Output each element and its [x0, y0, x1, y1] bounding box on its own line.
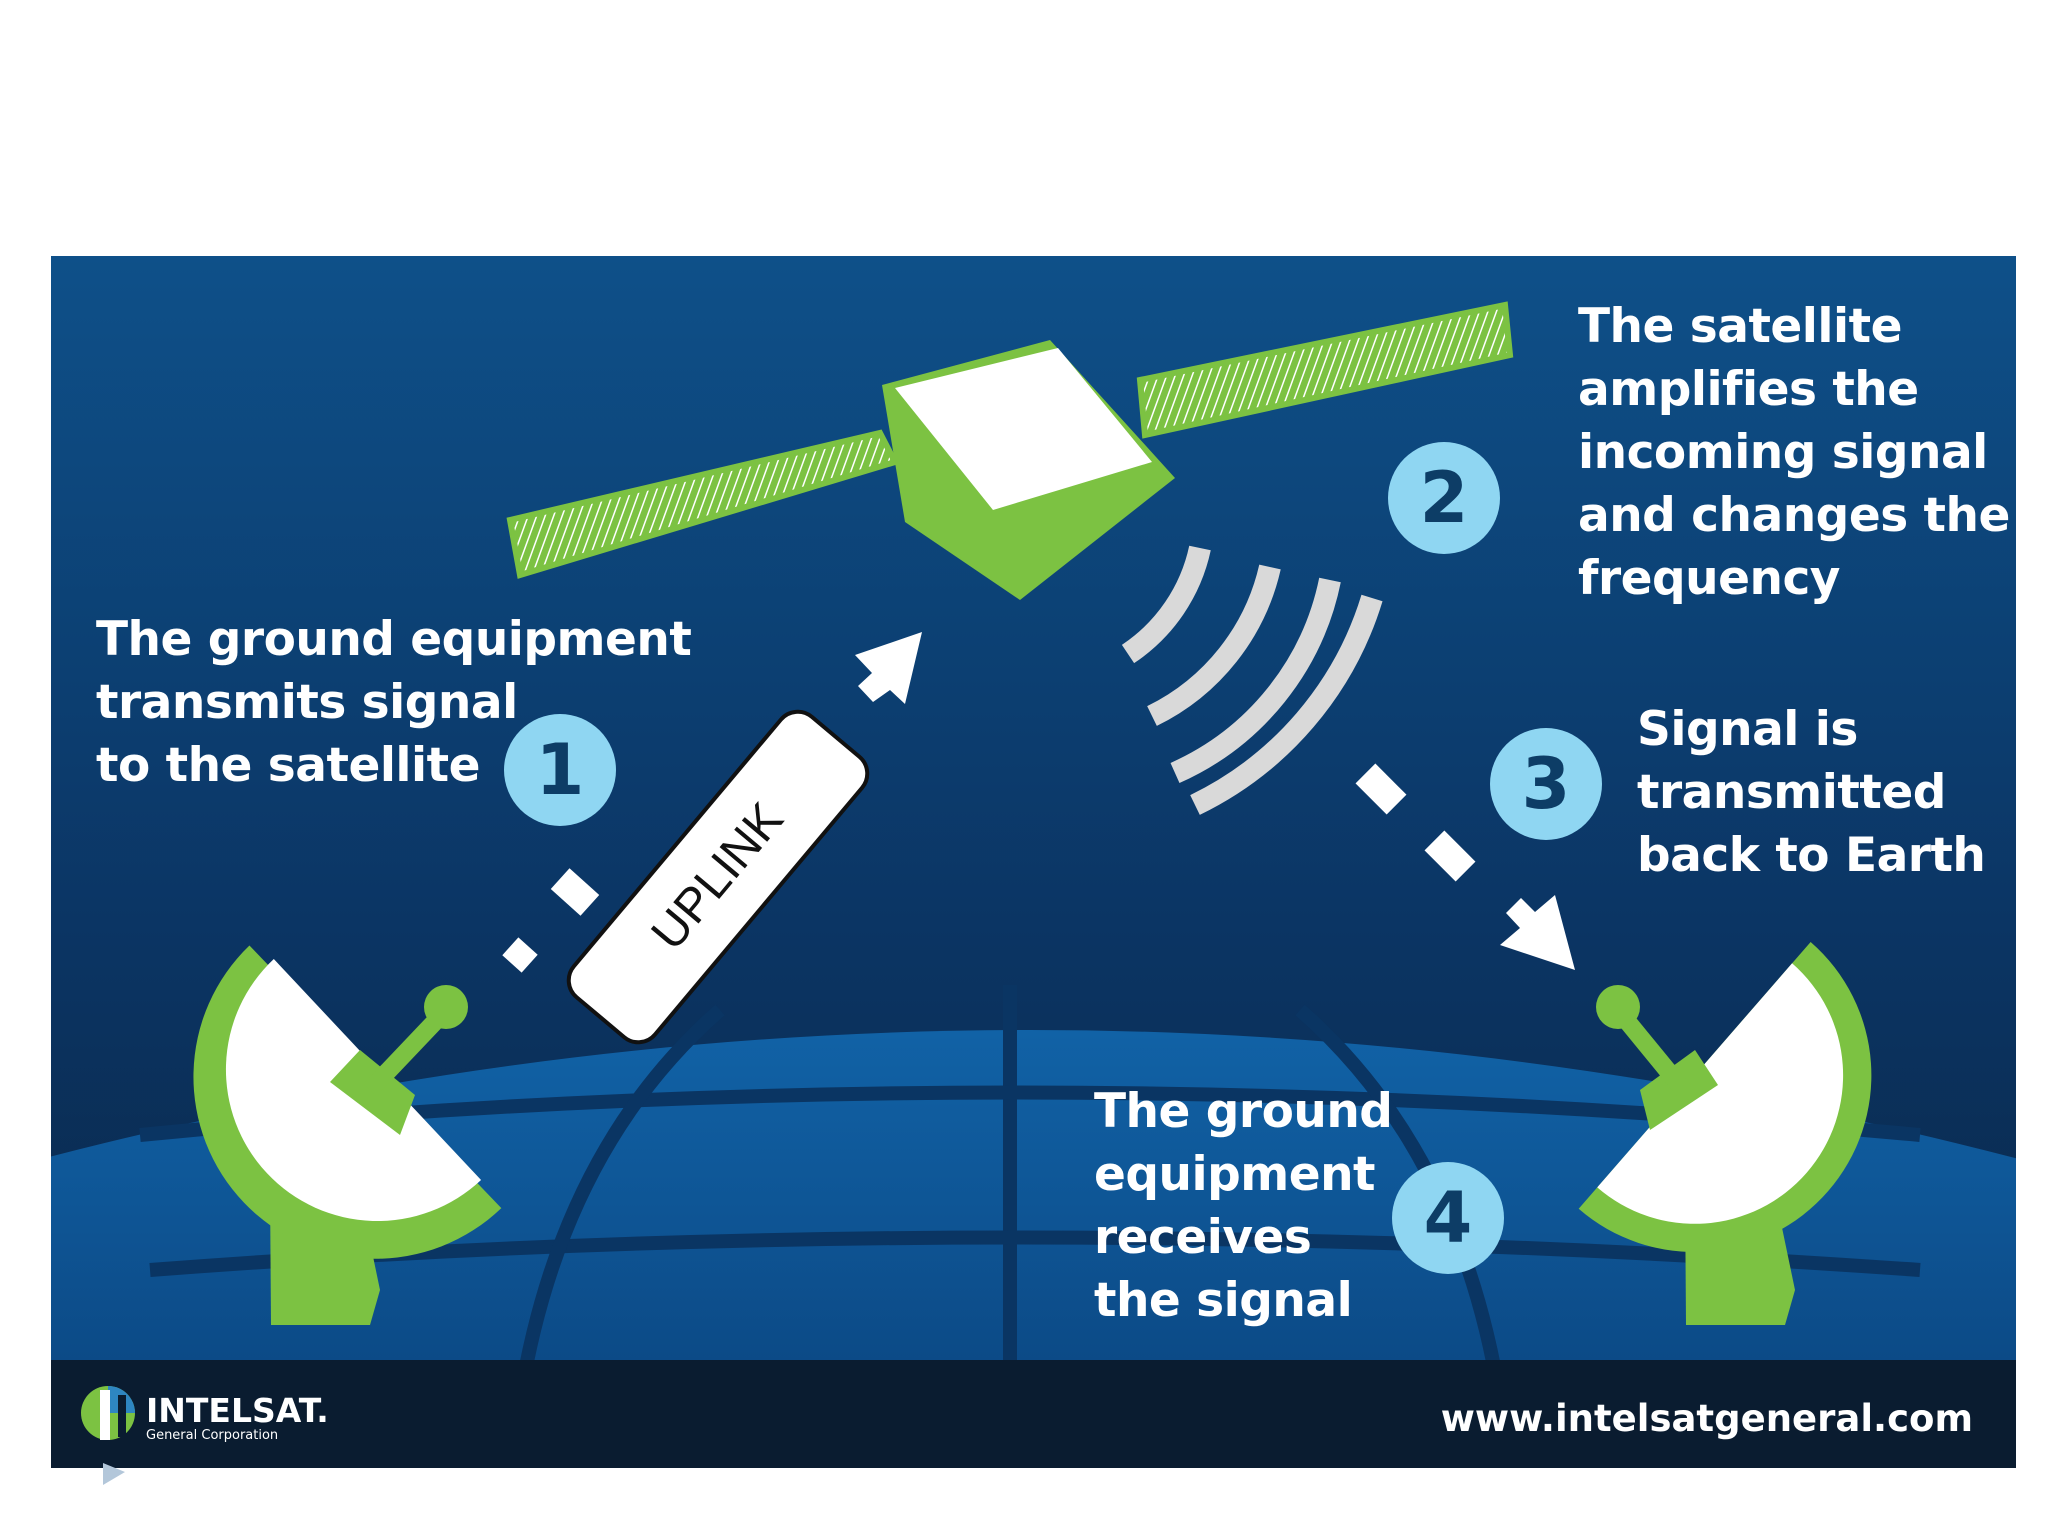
- step-4-line: the signal: [1094, 1273, 1353, 1328]
- step-4-badge: 4: [1392, 1162, 1504, 1274]
- step-2-badge: 2: [1388, 442, 1500, 554]
- step-4-text: The ground equipment receives the signal: [1094, 1080, 1393, 1332]
- slide-bullet-marker: [103, 1463, 125, 1485]
- receiving-dish-icon: [1578, 941, 1872, 1325]
- step-2-line: frequency: [1578, 551, 1840, 606]
- step-3-line: transmitted: [1637, 765, 1946, 820]
- uplink-arrow: [502, 632, 922, 973]
- step-4-line: equipment: [1094, 1147, 1376, 1202]
- step-4-line: The ground: [1094, 1084, 1393, 1139]
- step-3-line: Signal is: [1637, 702, 1858, 757]
- transmitting-dish-icon: [193, 945, 502, 1325]
- step-3-badge: 3: [1490, 728, 1602, 840]
- step-2-line: and changes the: [1578, 488, 2010, 543]
- step-2-line: amplifies the: [1578, 362, 1919, 417]
- step-1-line: transmits signal: [96, 675, 518, 730]
- step-1-badge: 1: [504, 714, 616, 826]
- step-2-line: incoming signal: [1578, 425, 1988, 480]
- step-1-text: The ground equipment transmits signal to…: [96, 608, 692, 797]
- footer-url: www.intelsatgeneral.com: [1440, 1397, 1973, 1440]
- step-1-line: to the satellite: [96, 738, 481, 793]
- signal-waves-icon: [1121, 545, 1383, 815]
- intelsat-logo-icon: [81, 1386, 135, 1440]
- satellite-icon: [506, 301, 1514, 600]
- footer-bar: [51, 1360, 2016, 1468]
- step-3-text: Signal is transmitted back to Earth: [1637, 698, 1986, 887]
- step-3-line: back to Earth: [1637, 828, 1986, 883]
- logo-name: INTELSAT.: [146, 1391, 329, 1430]
- step-4-line: receives: [1094, 1210, 1312, 1265]
- logo-subtitle: General Corporation: [146, 1428, 279, 1443]
- step-2-text: The satellite amplifies the incoming sig…: [1578, 295, 2010, 610]
- step-2-line: The satellite: [1578, 299, 1902, 354]
- downlink-arrow: [1355, 763, 1575, 970]
- step-1-line: The ground equipment: [96, 612, 692, 667]
